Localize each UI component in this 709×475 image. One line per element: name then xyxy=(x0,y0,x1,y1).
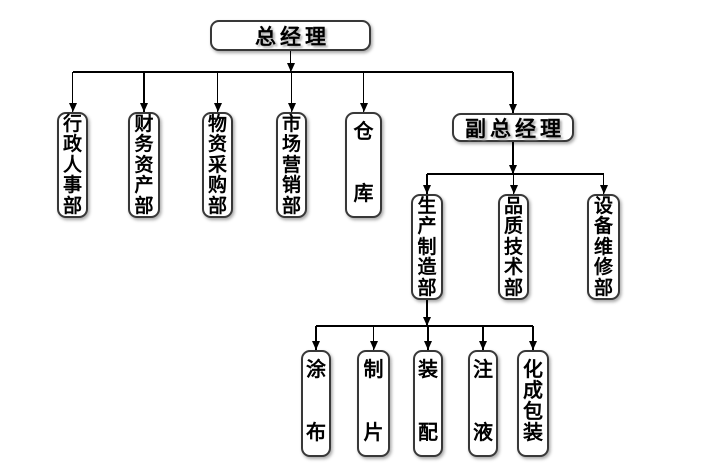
arrowhead-down-icon xyxy=(424,341,432,350)
label-segment: 装 xyxy=(418,357,438,381)
label-segment: 财务资产部 xyxy=(134,112,154,217)
org-node-liquid-injection: 注液 xyxy=(468,350,498,457)
arrowhead-down-icon xyxy=(423,185,431,194)
arrowhead-down-icon xyxy=(509,165,517,174)
node-label: 副总经理 xyxy=(465,116,565,141)
label-segment: 化成 xyxy=(523,357,543,402)
connector-drop-line xyxy=(71,72,74,112)
arrowhead-down-icon xyxy=(423,317,431,326)
connector-drop-line xyxy=(427,326,429,350)
connector-stem-line xyxy=(426,300,428,326)
label-segment: 库 xyxy=(353,181,374,205)
org-node-assembly: 装配 xyxy=(413,350,443,457)
label-segment: 品质技术部 xyxy=(503,194,523,299)
arrowhead-down-icon xyxy=(599,185,608,194)
arrowhead-down-icon xyxy=(529,341,537,350)
label-segment: 液 xyxy=(473,420,493,444)
arrowhead-down-icon xyxy=(479,341,487,350)
connector-drop-line xyxy=(426,174,428,194)
org-node-formation-packaging: 化成包装 xyxy=(517,350,549,457)
connector-bus-line xyxy=(72,71,513,73)
label-segment: 制 xyxy=(363,357,384,381)
connector-drop-line xyxy=(216,72,219,112)
label-segment: 布 xyxy=(306,420,326,444)
label-segment: 市场营销部 xyxy=(281,112,301,217)
connector-drop-line xyxy=(362,72,365,112)
org-node-general-manager: 总经理 xyxy=(210,20,371,51)
label-segment: 设备维修部 xyxy=(593,194,613,299)
org-node-quality-tech-dept: 品质技术部 xyxy=(498,194,529,300)
org-node-production-dept: 生产制造部 xyxy=(411,194,443,300)
org-node-admin-hr-dept: 行政人事部 xyxy=(57,112,88,218)
connector-stem-line xyxy=(512,142,514,174)
arrowhead-down-icon xyxy=(286,63,295,72)
org-node-procurement-dept: 物资采购部 xyxy=(202,112,233,218)
org-node-marketing-dept: 市场营销部 xyxy=(276,112,307,218)
label-segment: 行政人事部 xyxy=(62,112,82,217)
label-segment: 配 xyxy=(418,420,438,444)
connector-drop-line xyxy=(512,174,515,194)
org-node-warehouse: 仓库 xyxy=(345,112,382,218)
label-segment: 仓 xyxy=(353,119,374,143)
label-segment: 注 xyxy=(473,357,493,381)
connector-drop-line xyxy=(602,174,605,194)
arrowhead-down-icon xyxy=(68,103,77,112)
org-node-coating: 涂布 xyxy=(301,350,331,457)
arrowhead-down-icon xyxy=(140,103,148,112)
label-segment: 片 xyxy=(363,420,384,444)
org-node-equipment-maintenance-dept: 设备维修部 xyxy=(587,194,620,300)
connector-drop-line xyxy=(143,72,145,112)
connector-drop-line xyxy=(482,326,484,350)
arrowhead-down-icon xyxy=(509,104,517,113)
connector-stem-line xyxy=(289,51,292,72)
connector-drop-line xyxy=(315,326,317,350)
arrowhead-down-icon xyxy=(369,341,378,350)
label-segment: 物资采购部 xyxy=(207,112,227,217)
connector-bus-line xyxy=(427,173,604,175)
org-node-deputy-general-manager: 副总经理 xyxy=(452,113,574,142)
connector-drop-line xyxy=(512,72,514,113)
label-segment: 生产制造部 xyxy=(417,194,437,299)
arrowhead-down-icon xyxy=(287,103,296,112)
node-label: 总经理 xyxy=(255,24,330,49)
connector-drop-line xyxy=(372,326,375,350)
connector-bus-line xyxy=(316,325,533,327)
connector-drop-line xyxy=(290,72,293,112)
arrowhead-down-icon xyxy=(312,341,320,350)
arrowhead-down-icon xyxy=(213,103,222,112)
org-node-finance-assets-dept: 财务资产部 xyxy=(128,112,160,218)
label-segment: 包装 xyxy=(523,399,543,444)
arrowhead-down-icon xyxy=(509,185,518,194)
label-segment: 涂 xyxy=(306,357,326,381)
org-node-sheet-making: 制片 xyxy=(357,350,390,457)
arrowhead-down-icon xyxy=(359,103,368,112)
connector-drop-line xyxy=(532,326,534,350)
